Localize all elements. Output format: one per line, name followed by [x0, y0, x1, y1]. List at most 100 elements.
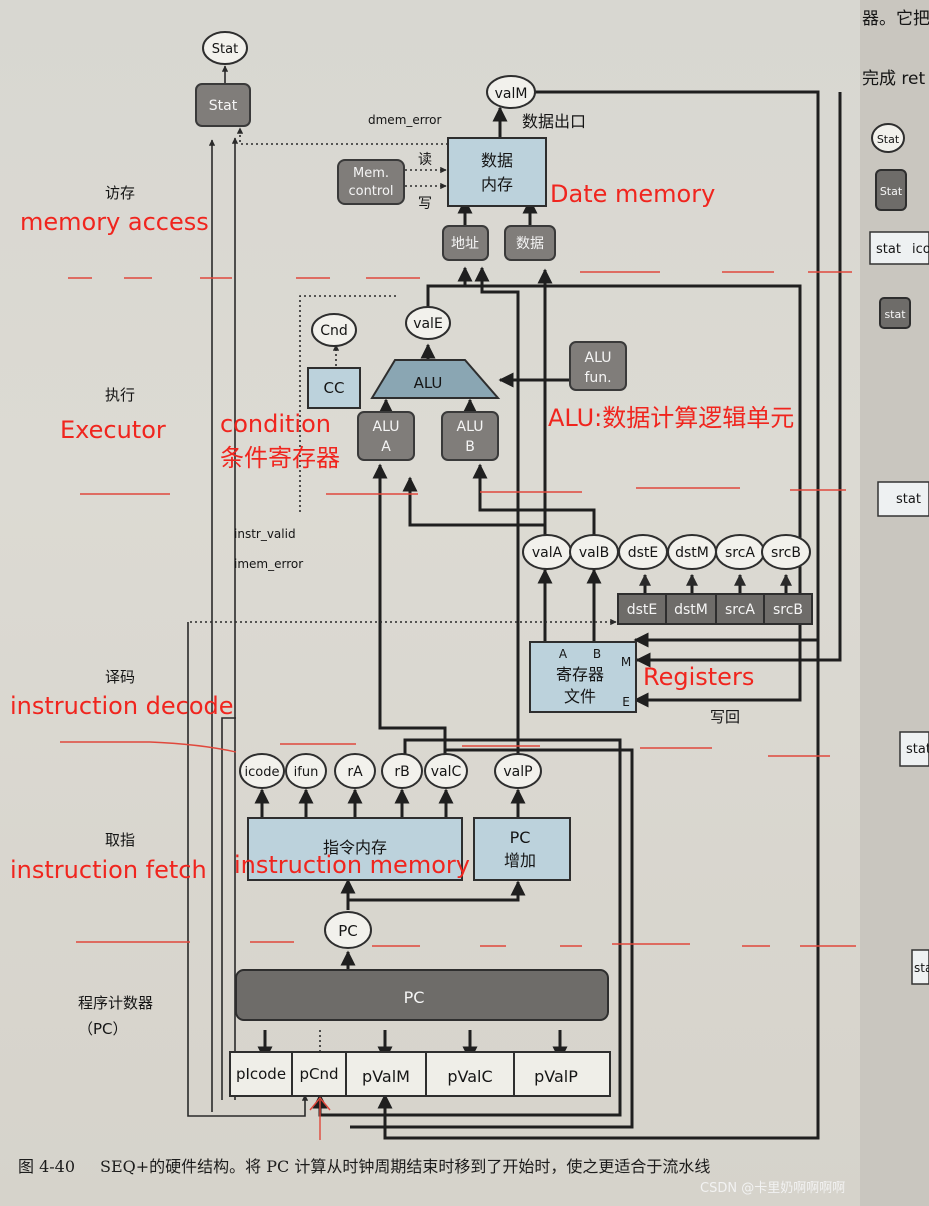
write-back-label: 写回 — [710, 708, 740, 726]
note-condition-cn: 条件寄存器 — [220, 444, 340, 472]
fetch-section: icode ifun rA rB valC valP 指令内存 PC 增加 PC — [239, 753, 571, 949]
note-registers: Registers — [643, 663, 754, 691]
note-memory-access: memory access — [20, 208, 209, 236]
caption-figure-no: 图 4-40 — [18, 1157, 75, 1176]
register-section: valA valB dstE dstM srcA srcB dstE dstM … — [522, 534, 813, 726]
write-label: 写 — [418, 196, 432, 212]
note-executor: Executor — [60, 416, 166, 444]
stage-labels: 访存 执行 译码 取指 程序计数器 （PC） — [78, 184, 153, 1038]
execute-section: Cnd valE CC ALU ALU fun. ALU A ALU B ins… — [234, 306, 627, 571]
stage-pc-line1: 程序计数器 — [78, 994, 153, 1012]
cc-register: CC — [324, 379, 345, 397]
pc-increment-line2: 增加 — [504, 851, 536, 870]
reg-out-dstE: dstE — [628, 545, 659, 561]
note-condition: condition — [220, 410, 331, 438]
imem-error-label: imem_error — [234, 557, 303, 571]
reg-in-dstE: dstE — [627, 602, 658, 618]
pc-register: PC — [404, 988, 425, 1007]
margin-stat-box: Stat — [880, 185, 903, 198]
note-instruction-decode: instruction decode — [10, 692, 234, 720]
fetch-valC: valC — [431, 764, 462, 780]
reg-out-srcB: srcB — [771, 545, 801, 561]
reg-out-dstM: dstM — [675, 545, 709, 561]
register-file-line2: 文件 — [564, 687, 596, 706]
pc-in-pValC: pValC — [447, 1067, 492, 1086]
reg-port-B: B — [593, 647, 601, 661]
mem-control-line1: Mem. — [353, 166, 389, 181]
wires — [187, 65, 842, 1140]
fetch-rA: rA — [347, 764, 363, 780]
pc-increment-line1: PC — [510, 828, 531, 847]
valE-oval: valE — [413, 316, 443, 332]
stage-fetch: 取指 — [105, 831, 135, 849]
fetch-valP: valP — [503, 764, 532, 780]
reg-port-E: E — [622, 695, 630, 709]
cnd-oval: Cnd — [320, 323, 348, 339]
data-memory-line2: 内存 — [481, 175, 513, 194]
pc-in-pCnd: pCnd — [299, 1065, 338, 1083]
watermark: CSDN @卡里奶啊啊啊啊 — [700, 1181, 845, 1196]
mem-control-line2: control — [348, 184, 393, 199]
reg-in-srcB: srcB — [773, 602, 803, 618]
alu-fun-line1: ALU — [585, 350, 612, 366]
pc-section: PC pIcode pCnd pValM pValC pValP — [229, 969, 611, 1097]
reg-in-dstM: dstM — [674, 602, 708, 618]
stage-decode: 译码 — [105, 668, 135, 686]
note-date-memory: Date memory — [550, 180, 715, 208]
red-annotations: memory access Date memory Executor condi… — [10, 180, 856, 1140]
note-instruction-fetch: instruction fetch — [10, 856, 207, 884]
margin-stat-2: stat — [884, 308, 906, 321]
stat-output-oval: Stat — [212, 42, 238, 57]
read-label: 读 — [418, 151, 432, 168]
margin-stat-5: stat — [914, 961, 929, 975]
margin-text-top: 器。它把访存阶段 — [862, 9, 929, 29]
reg-out-srcA: srcA — [725, 545, 755, 561]
pc-in-pValM: pValM — [362, 1067, 410, 1086]
alu-a-line1: ALU — [373, 419, 400, 435]
alu-a-line2: A — [381, 439, 391, 455]
margin-stat-oval: Stat — [877, 133, 900, 146]
right-page-margin: 器。它把访存阶段 完成 ret Stat Stat stat icode sta… — [860, 0, 929, 1206]
pc-in-pValP: pValP — [534, 1067, 578, 1086]
pc-oval: PC — [338, 922, 358, 940]
caption-text: SEQ+的硬件结构。将 PC 计算从时钟周期结束时移到了开始时，使之更适合于流水… — [100, 1157, 710, 1176]
note-instruction-memory: instruction memory — [234, 851, 470, 879]
data-mux: 数据 — [516, 236, 544, 252]
memory-section: valM 数据出口 Mem. control 读 写 数据 内存 地址 数据 — [337, 75, 586, 261]
data-out-label: 数据出口 — [522, 112, 586, 131]
margin-text-ret: 完成 ret — [862, 69, 925, 89]
margin-stat-1: stat — [876, 242, 901, 257]
reg-out-valA: valA — [532, 545, 563, 561]
instruction-memory: 指令内存 — [323, 838, 387, 857]
margin-stat-4: stat — [906, 742, 929, 757]
alu-b-line1: ALU — [457, 419, 484, 435]
reg-port-A: A — [559, 647, 568, 661]
margin-stat-3: stat — [896, 492, 921, 507]
reg-in-srcA: srcA — [725, 602, 755, 618]
stage-pc-line2: （PC） — [78, 1020, 128, 1038]
note-alu: ALU:数据计算逻辑单元 — [548, 404, 794, 432]
stage-memory: 访存 — [105, 184, 135, 202]
data-memory-line1: 数据 — [481, 151, 513, 170]
dmem-error-label: dmem_error — [368, 113, 441, 127]
valM-oval: valM — [495, 86, 528, 102]
margin-icode: icode — [912, 242, 929, 257]
instr-valid-label: instr_valid — [234, 527, 296, 541]
figure-caption: 图 4-40 SEQ+的硬件结构。将 PC 计算从时钟周期结束时移到了开始时，使… — [18, 1157, 845, 1196]
alu-unit: ALU — [414, 374, 443, 392]
alu-fun-line2: fun. — [584, 370, 611, 386]
stage-execute: 执行 — [105, 386, 135, 404]
register-file-line1: 寄存器 — [556, 665, 604, 684]
stat-section: Stat Stat dmem_error — [195, 31, 441, 127]
reg-port-M: M — [621, 655, 631, 669]
addr-mux: 地址 — [451, 236, 479, 252]
fetch-rB: rB — [394, 764, 409, 780]
pc-in-pIcode: pIcode — [236, 1065, 286, 1083]
fetch-ifun: ifun — [294, 765, 319, 780]
reg-out-valB: valB — [579, 545, 609, 561]
fetch-icode: icode — [245, 765, 280, 780]
stat-register: Stat — [209, 98, 238, 114]
alu-b-line2: B — [465, 439, 475, 455]
